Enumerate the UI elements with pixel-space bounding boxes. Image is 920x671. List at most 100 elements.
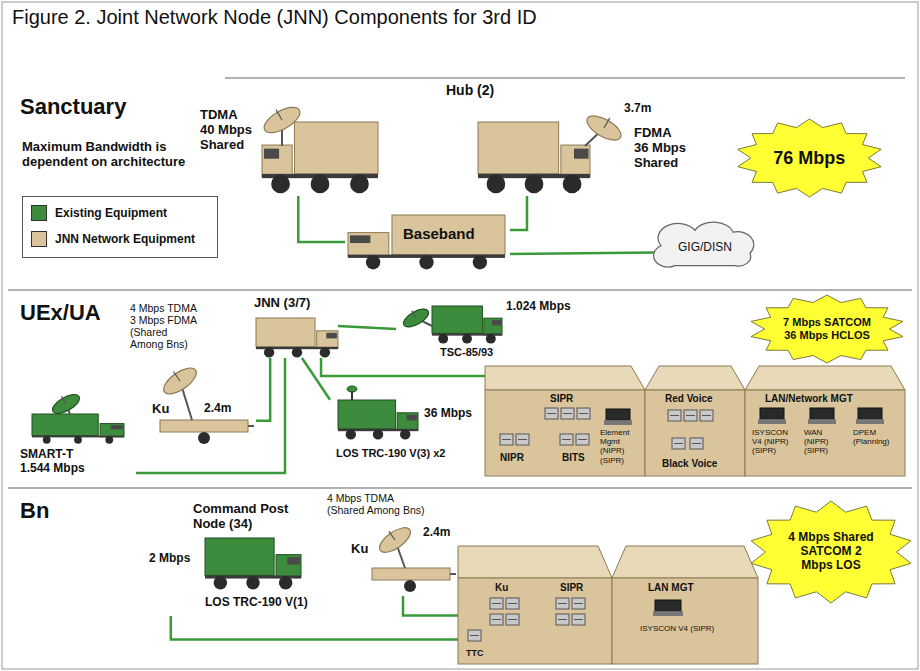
rack-slot — [574, 603, 583, 604]
truck-wheel — [279, 576, 293, 590]
legend-text: JNN Network Equipment — [55, 231, 195, 247]
dish-feed — [389, 531, 395, 540]
truck-wheel — [487, 175, 506, 194]
trailer-bed — [372, 568, 450, 580]
laptop-screen — [858, 408, 882, 419]
truck-cab — [262, 145, 292, 177]
truck-wheel — [105, 436, 113, 444]
link-line — [510, 196, 527, 230]
section-rule — [8, 487, 912, 489]
rack-case — [556, 614, 569, 625]
terminal-label: Ku — [351, 542, 368, 557]
rack-slot — [508, 603, 517, 604]
truck-body — [478, 122, 559, 174]
command-post-node: Command Post Node (34)2 MbpsLOS TRC-190 … — [145, 500, 317, 616]
text-slot: TDMA 40 Mbps Shared — [200, 108, 254, 153]
rack-slot — [547, 413, 556, 414]
text-slot: Maximum Bandwidth is dependent on archit… — [22, 140, 217, 170]
truck-illustration — [205, 538, 301, 589]
truck-cab — [561, 145, 590, 177]
truck-window — [407, 415, 417, 421]
truck-body — [392, 215, 505, 255]
text-slot: 4 Mbps Shared SATCOM 2 Mbps LOS — [787, 531, 875, 572]
rack-slot — [508, 619, 517, 620]
truck-cab — [397, 413, 418, 431]
truck-cab — [317, 331, 338, 349]
text-slot: Element Mgmt (NIPR) (SIPR) — [600, 428, 642, 465]
dish-face — [376, 523, 415, 557]
tent-label: DPEM (Planning) — [853, 428, 899, 446]
tent-roof — [745, 366, 905, 390]
text-slot: BITS — [562, 452, 585, 464]
link-line — [302, 358, 330, 400]
laptop-icon — [604, 409, 632, 425]
truck-cab — [348, 233, 389, 257]
dish-feed — [276, 110, 282, 120]
tent-label: Black Voice — [662, 458, 717, 470]
bandwidth-label: 7 Mbps SATCOM 36 Mbps HCLOS — [779, 316, 875, 341]
text-slot: 2 Mbps — [149, 552, 190, 566]
link-line — [171, 616, 458, 640]
rack-case — [556, 598, 569, 609]
text-slot: Sanctuary — [20, 94, 126, 119]
truck-wheel — [246, 576, 260, 590]
text-slot: WAN (NIPR) (SIPR) — [804, 428, 848, 456]
link-spec: JNN (3/7) — [254, 296, 310, 311]
terminal-label: 4 Mbps TDMA (Shared Among Bns) — [327, 492, 427, 516]
rack-case — [545, 408, 558, 419]
rack-case — [500, 434, 513, 445]
legend-box: Existing EquipmentJNN Network Equipment — [22, 196, 218, 258]
tent-roof — [612, 546, 758, 578]
legend-item: JNN Network Equipment — [31, 231, 195, 247]
rack-case — [700, 410, 713, 421]
truck-window — [326, 333, 337, 339]
tent-label: BITS — [562, 452, 585, 464]
truck-cab — [100, 424, 124, 437]
equipment-rack — [668, 410, 681, 421]
truck-body — [294, 122, 378, 174]
tent-wall — [612, 578, 758, 664]
truck-illustration — [432, 306, 502, 344]
equipment-rack — [506, 598, 519, 609]
text-slot: SIPR — [550, 393, 573, 405]
truck-body — [32, 414, 98, 436]
link-spec: FDMA 36 Mbps Shared — [634, 126, 688, 171]
link-line — [403, 596, 458, 616]
rack-slot — [670, 415, 679, 416]
rack-slot — [502, 439, 511, 440]
text-slot: 36 Mbps — [424, 407, 472, 421]
text-slot: LOS TRC-190 V(1) — [205, 596, 308, 610]
text-slot: JNN (3/7) — [254, 296, 310, 311]
truck-wheel — [43, 436, 51, 444]
rack-slot — [518, 439, 527, 440]
rack-slot — [492, 619, 501, 620]
truck-wheel — [438, 334, 448, 344]
rack-slot — [470, 635, 479, 636]
laptop-base — [758, 419, 786, 424]
band-text: Maximum Bandwidth is dependent on archit… — [22, 140, 217, 170]
dish-reflector — [583, 109, 626, 145]
text-slot: Baseband — [403, 225, 475, 242]
tent-label: ISYSCON V4 (NIPR) (SIPR) — [752, 428, 798, 456]
tent-roof — [458, 546, 612, 578]
terminal-label: 2 Mbps — [149, 552, 190, 566]
laptop-icon — [653, 600, 683, 616]
figure-title: Figure 2. Joint Network Node (JNN) Compo… — [12, 6, 537, 29]
dish-reflector — [400, 304, 432, 331]
dish-reflector — [158, 361, 201, 399]
rack-slot — [579, 413, 588, 414]
tent-label: SIPR — [560, 582, 583, 594]
equipment-rack — [560, 434, 573, 445]
bandwidth-label: 76 Mbps — [754, 148, 864, 169]
text-slot: Red Voice — [665, 393, 713, 405]
tent-illustration — [485, 366, 905, 476]
equipment-rack — [684, 410, 697, 421]
title-slot: Figure 2. Joint Network Node (JNN) Compo… — [12, 6, 537, 29]
dish-illustration — [400, 304, 432, 331]
truck-wheel — [563, 175, 582, 194]
truck-window — [492, 320, 501, 325]
truck-illustration — [348, 215, 505, 269]
group-label: Hub (2) — [446, 82, 494, 98]
equipment-rack — [576, 434, 589, 445]
